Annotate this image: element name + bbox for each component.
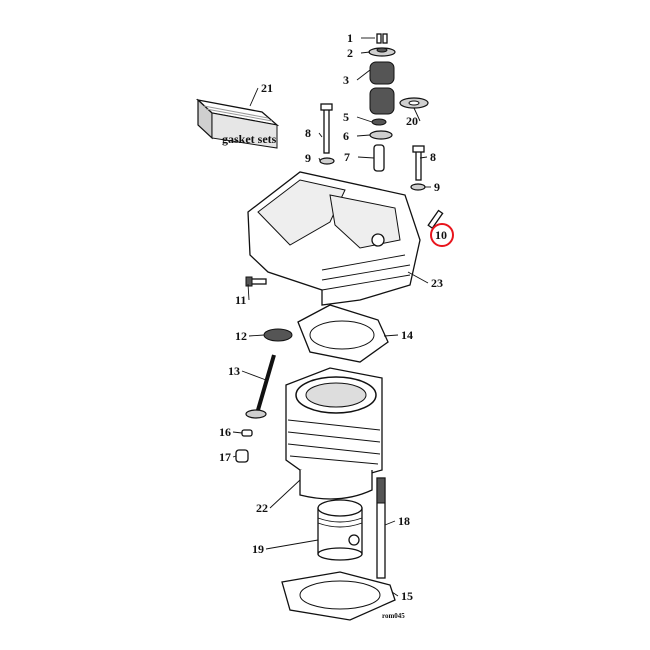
callout-8a[interactable]: 8	[305, 126, 311, 140]
base-gasket	[281, 571, 396, 621]
head-gasket	[297, 304, 389, 363]
leader-line	[318, 132, 323, 138]
valve-seal	[371, 118, 387, 126]
callout-3[interactable]: 3	[343, 73, 349, 87]
callout-21[interactable]: 21	[261, 81, 273, 95]
washer-right	[410, 183, 426, 191]
callout-23[interactable]: 23	[431, 276, 443, 290]
valve-spring-retainer	[368, 47, 396, 57]
callout-11[interactable]: 11	[235, 293, 246, 307]
washer-left	[319, 157, 335, 165]
valve-guide	[373, 144, 385, 172]
leader-line	[356, 134, 371, 137]
callout-15[interactable]: 15	[401, 589, 413, 603]
leader-line	[248, 334, 265, 337]
leader-line	[360, 51, 371, 54]
callout-9b[interactable]: 9	[434, 180, 440, 194]
spring-seat	[369, 130, 393, 140]
leader-line	[241, 370, 267, 381]
head-bolt-right	[412, 145, 425, 181]
leader-line	[232, 455, 237, 458]
callout-5[interactable]: 5	[343, 110, 349, 124]
leader-line	[356, 116, 373, 123]
leader-line	[419, 156, 428, 159]
head-bolt-small	[245, 276, 267, 287]
cylinder	[285, 367, 383, 500]
callout-19[interactable]: 19	[252, 542, 264, 556]
callout-7[interactable]: 7	[344, 150, 350, 164]
callout-8b[interactable]: 8	[430, 150, 436, 164]
callout-16[interactable]: 16	[219, 425, 231, 439]
exhaust-gasket	[263, 328, 293, 342]
leader-line	[391, 591, 399, 597]
pushrod-tube	[376, 477, 386, 579]
leader-line	[407, 271, 429, 284]
callout-18[interactable]: 18	[398, 514, 410, 528]
callout-2[interactable]: 2	[347, 46, 353, 60]
callout-12[interactable]: 12	[235, 329, 247, 343]
leader-lines	[232, 37, 450, 597]
gasket-sets-label: gasket sets	[222, 132, 277, 146]
valve	[245, 354, 276, 419]
callout-14[interactable]: 14	[401, 328, 413, 342]
callout-10[interactable]: 10	[435, 228, 447, 242]
leader-line	[383, 334, 399, 337]
callout-20[interactable]: 20	[406, 114, 418, 128]
callout-13[interactable]: 13	[228, 364, 240, 378]
leader-line	[249, 87, 259, 107]
cylinder-head	[247, 171, 421, 306]
leader-line	[384, 520, 396, 526]
leader-line	[265, 539, 319, 550]
callout-17[interactable]: 17	[219, 450, 231, 464]
leader-line	[357, 156, 375, 159]
drawing-code: rom045	[382, 612, 405, 620]
valve-springs	[369, 61, 395, 115]
leader-line	[318, 157, 321, 162]
dowel	[235, 449, 249, 463]
leader-line	[413, 107, 421, 122]
highlight-ring	[430, 223, 454, 247]
spring-washer	[399, 97, 429, 109]
callout-1[interactable]: 1	[347, 31, 353, 45]
callout-9a[interactable]: 9	[305, 151, 311, 165]
leader-line	[232, 431, 243, 434]
leader-line	[269, 479, 301, 509]
head-bolt-left	[320, 103, 333, 154]
dowel-small	[241, 429, 253, 437]
callout-6[interactable]: 6	[343, 129, 349, 143]
stud	[427, 209, 444, 229]
piston	[317, 499, 363, 561]
valve-keepers	[376, 33, 388, 44]
leader-line	[356, 69, 371, 81]
leader-line	[247, 283, 250, 301]
callout-22[interactable]: 22	[256, 501, 268, 515]
gasket-sets-box: gasket sets	[195, 98, 280, 149]
